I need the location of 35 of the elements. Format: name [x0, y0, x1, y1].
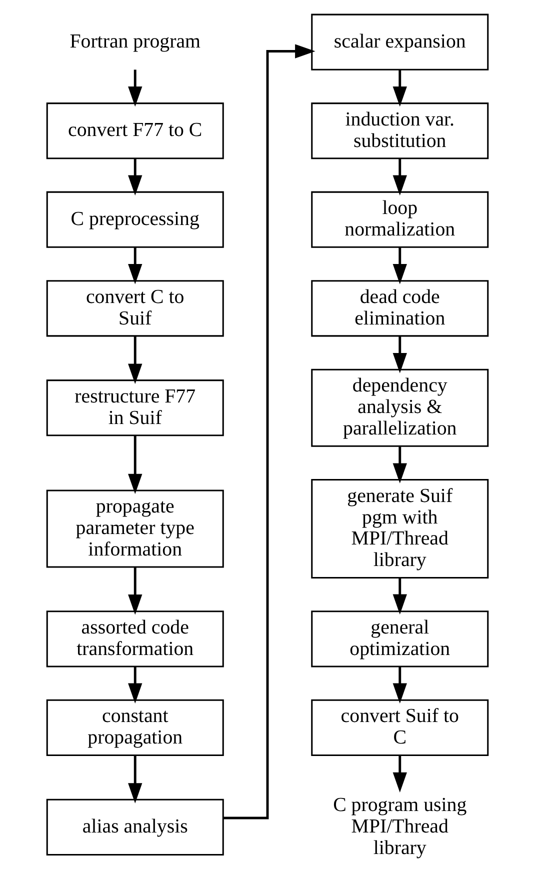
arrow	[128, 158, 142, 196]
node-box: propagate parameter type information	[46, 490, 224, 568]
arrow	[392, 247, 407, 284]
node-box: convert C to Suif	[46, 280, 224, 337]
arrow	[128, 567, 142, 615]
arrow	[128, 755, 142, 804]
arrow	[128, 247, 142, 284]
arrow	[128, 70, 142, 107]
node-box: induction var. substitution	[311, 102, 489, 160]
node-box: dead code elimination	[311, 280, 489, 337]
node-box: alias analysis	[46, 798, 224, 856]
arrow	[392, 158, 407, 196]
arrow	[223, 44, 316, 820]
arrow	[392, 446, 407, 484]
arrow	[128, 436, 142, 494]
node-text: Fortran program	[70, 30, 201, 52]
node-text: C program using MPI/Thread library	[333, 794, 467, 859]
node-box: restructure F77 in Suif	[46, 380, 224, 436]
node-box: dependency analysis & parallelization	[311, 368, 489, 447]
node-box: generate Suif pgm with MPI/Thread library	[311, 479, 489, 578]
arrow	[128, 666, 142, 704]
node-box: scalar expansion	[311, 14, 489, 70]
node-box: constant propagation	[46, 699, 224, 756]
arrow	[392, 336, 407, 374]
node-box: C preprocessing	[46, 191, 224, 248]
arrow	[392, 755, 407, 793]
node-box: general optimization	[311, 610, 489, 668]
arrow	[392, 70, 407, 107]
node-box: loop normalization	[311, 191, 489, 248]
node-box: convert F77 to C	[46, 102, 224, 160]
arrow	[392, 666, 407, 704]
node-box: assorted code transformation	[46, 610, 224, 668]
arrow	[128, 336, 142, 384]
node-box: convert Suif to C	[311, 699, 489, 756]
arrow	[392, 578, 407, 615]
